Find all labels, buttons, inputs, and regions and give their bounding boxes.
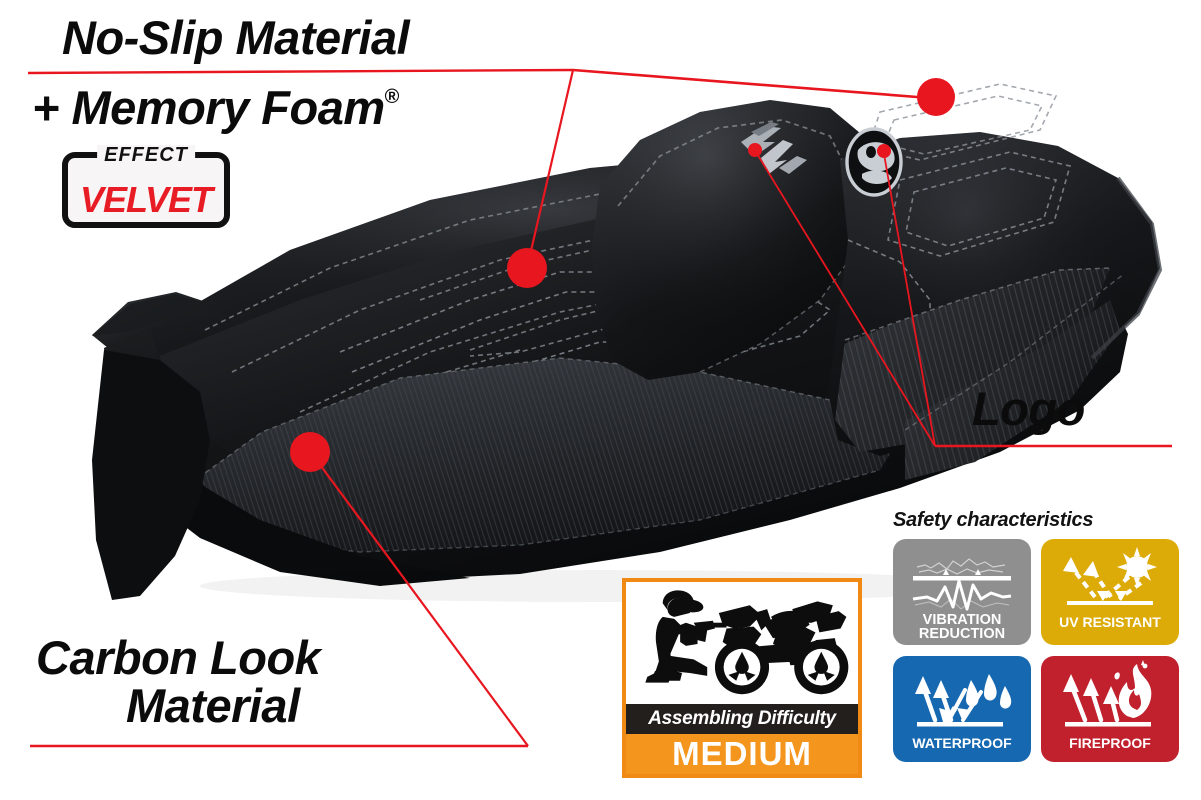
no-slip-line2-text: + Memory Foam xyxy=(32,81,385,134)
safety-characteristics-title: Safety characteristics xyxy=(893,509,1094,531)
callout-label-no-slip-line2: + Memory Foam® xyxy=(32,84,399,131)
safety-badge-fireproof: FIREPROOF xyxy=(1041,656,1179,762)
mechanic-with-drill-and-motorcycle-icon xyxy=(626,582,858,704)
vibration-label-line2: REDUCTION xyxy=(919,626,1005,642)
safety-badge-grid: VIBRATION REDUCTION xyxy=(893,539,1181,762)
sun-rays-deflect-icon: UV RESISTANT xyxy=(1059,547,1161,630)
waterproof-label: WATERPROOF xyxy=(912,735,1012,751)
callout-label-carbon-line1: Carbon Look xyxy=(36,631,321,684)
callout-label-carbon-line2: Material xyxy=(126,679,300,732)
safety-characteristics-block: Safety characteristics VIBRATION xyxy=(893,509,1181,762)
safety-badge-uv-resistant: UV RESISTANT xyxy=(1041,539,1179,645)
safety-badge-vibration-reduction: VIBRATION REDUCTION xyxy=(893,539,1031,645)
velvet-effect-badge: EFFECT VELVET xyxy=(62,145,230,228)
callout-label-logo: Logo xyxy=(972,382,1085,435)
assembling-difficulty-caption: Assembling Difficulty xyxy=(626,704,858,734)
registered-mark: ® xyxy=(384,86,400,109)
seat-oval-emblem xyxy=(845,127,903,197)
velvet-badge-top-label: EFFECT xyxy=(97,145,195,165)
water-droplets-deflect-icon: WATERPROOF xyxy=(912,674,1012,751)
callout-label-no-slip-line1: No-Slip Material xyxy=(62,11,410,64)
velvet-badge-main-label: VELVET xyxy=(79,179,213,220)
assembling-difficulty-badge: Assembling Difficulty MEDIUM xyxy=(622,578,862,778)
vibration-waveform-icon: VIBRATION REDUCTION xyxy=(912,558,1012,642)
safety-badge-waterproof: WATERPROOF xyxy=(893,656,1031,762)
uv-label: UV RESISTANT xyxy=(1059,614,1161,630)
flame-deflect-icon: FIREPROOF xyxy=(1063,660,1152,751)
fireproof-label: FIREPROOF xyxy=(1069,735,1151,751)
vibration-label-line1: VIBRATION xyxy=(923,612,1002,628)
assembling-difficulty-level: MEDIUM xyxy=(626,734,858,774)
